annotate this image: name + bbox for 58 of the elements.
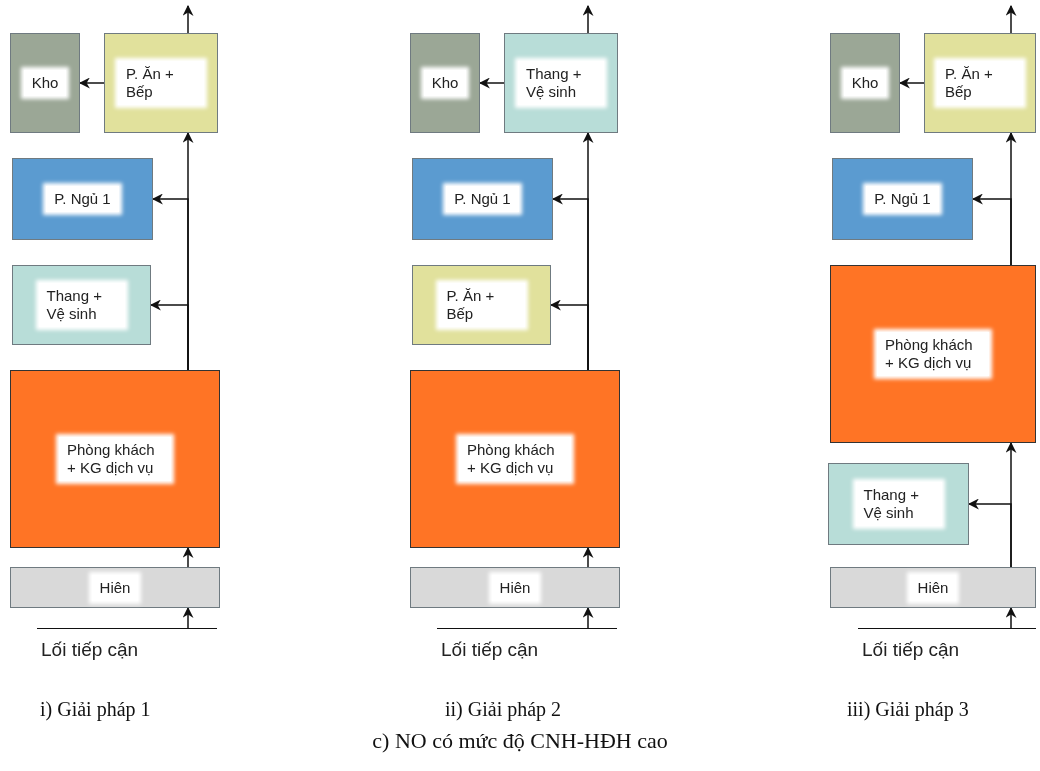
room-box xyxy=(10,33,80,133)
arrow xyxy=(971,193,1012,266)
access-label: Lối tiếp cận xyxy=(37,628,217,670)
room-label: P. Ngủ 1 xyxy=(46,186,119,212)
arrow xyxy=(1005,606,1017,629)
room-label: Hiên xyxy=(91,574,139,601)
room-label: Kho xyxy=(423,70,467,96)
room-box xyxy=(830,265,1036,443)
arrow xyxy=(78,77,105,89)
arrow xyxy=(549,299,589,371)
room-box xyxy=(410,33,480,133)
room-label: P. Ăn + Bếp xyxy=(937,61,1023,105)
room-label: Thang + Vệ sinh xyxy=(38,283,125,327)
figure-caption: c) NO có mức độ CNH-HĐH cao xyxy=(371,728,669,754)
room-label: P. Ăn + Bếp xyxy=(438,283,525,327)
room-box xyxy=(104,33,218,133)
room-box xyxy=(830,33,900,133)
panel-label: iii) Giải pháp 3 xyxy=(847,698,969,721)
room-box xyxy=(412,265,551,345)
room-label: Thang + Vệ sinh xyxy=(855,482,942,526)
arrow xyxy=(182,606,194,629)
room-box xyxy=(10,370,220,548)
room-label: Hiên xyxy=(909,574,957,601)
arrow xyxy=(582,606,594,629)
room-label: Phòng khách + KG dịch vụ xyxy=(459,437,571,481)
access-label: Lối tiếp cận xyxy=(858,628,1036,670)
arrow xyxy=(182,4,194,34)
arrow xyxy=(582,4,594,34)
room-label: P. Ăn + Bếp xyxy=(118,61,204,105)
panel-label: ii) Giải pháp 2 xyxy=(445,698,562,721)
room-box xyxy=(830,567,1036,608)
arrow xyxy=(582,546,594,568)
room-box xyxy=(504,33,618,133)
panel-label: i) Giải pháp 1 xyxy=(40,698,151,721)
room-box xyxy=(410,567,620,608)
room-box xyxy=(412,158,553,240)
arrow xyxy=(149,299,189,371)
room-label: Kho xyxy=(23,70,67,96)
room-box xyxy=(832,158,973,240)
room-label: Phòng khách + KG dịch vụ xyxy=(59,437,171,481)
arrow xyxy=(967,498,1012,568)
arrow xyxy=(182,546,194,568)
room-label: P. Ngủ 1 xyxy=(446,186,519,212)
room-label: Hiên xyxy=(491,574,539,601)
arrow xyxy=(898,77,925,89)
room-box xyxy=(828,463,969,545)
room-label: Thang + Vệ sinh xyxy=(518,61,604,105)
arrow xyxy=(1005,4,1017,34)
room-label: Kho xyxy=(843,70,887,96)
room-label: Phòng khách + KG dịch vụ xyxy=(877,332,989,376)
room-box xyxy=(12,158,153,240)
room-box xyxy=(924,33,1036,133)
room-box xyxy=(410,370,620,548)
room-label: P. Ngủ 1 xyxy=(866,186,939,212)
access-label: Lối tiếp cận xyxy=(437,628,617,670)
arrow xyxy=(478,77,505,89)
room-box xyxy=(12,265,151,345)
room-box xyxy=(10,567,220,608)
